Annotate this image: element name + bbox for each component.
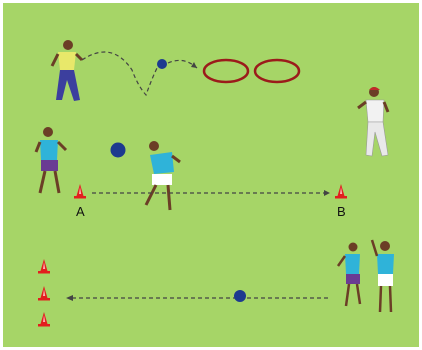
- flight-arrowhead: [191, 62, 197, 68]
- ball-icon: [110, 142, 126, 158]
- cone-b-label: B: [337, 204, 346, 219]
- ball-icon: [234, 290, 246, 302]
- run-arrowhead: [324, 190, 330, 196]
- player-icon: [50, 40, 84, 101]
- player-icon: [370, 239, 394, 313]
- player-icon: [336, 242, 362, 307]
- ball-icon: [157, 59, 167, 69]
- pass-arrowhead: [66, 295, 73, 301]
- hoop-icon: [202, 58, 250, 84]
- player-icon: [357, 87, 390, 157]
- cone-a-label: A: [76, 204, 85, 219]
- player-icon: [34, 127, 68, 194]
- kick-path: [81, 51, 159, 97]
- hoop-icon: [253, 58, 301, 84]
- player-icon: [144, 141, 181, 211]
